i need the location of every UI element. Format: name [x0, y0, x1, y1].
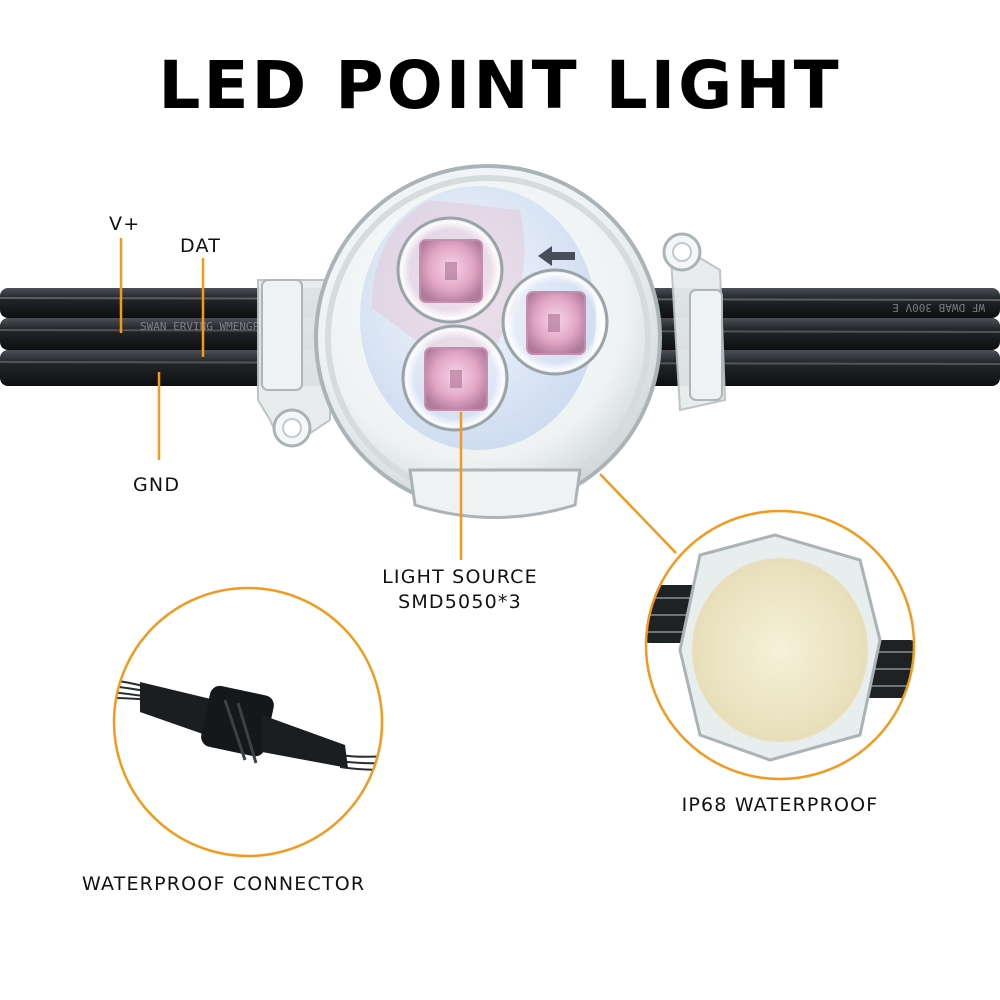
direction-arrow-icon [538, 246, 575, 266]
ip68-leader-line [599, 473, 677, 554]
callout-lines [119, 238, 677, 560]
label-light-source: LIGHT SOURCE [382, 566, 538, 588]
label-light-source-model: SMD5050*3 [398, 591, 522, 613]
ip68-detail-circle [644, 509, 916, 781]
connector-detail-view [112, 586, 384, 858]
label-dat: DAT [180, 235, 222, 257]
point-light-housing [257, 164, 727, 519]
page-title: LED POINT LIGHT [158, 47, 842, 124]
label-waterproof-connector: WATERPROOF CONNECTOR [82, 873, 366, 895]
led-chip-2 [501, 268, 609, 376]
label-v-plus: V+ [109, 213, 141, 235]
led-chip-1 [396, 216, 504, 324]
connector-detail-circle [112, 586, 384, 858]
led-chip-3 [401, 324, 509, 432]
label-gnd: GND [133, 474, 181, 496]
potting-compound [692, 558, 868, 742]
cable-print-right: WF DWAB 300V E [892, 301, 985, 314]
label-ip68-waterproof: IP68 WATERPROOF [681, 794, 879, 816]
ip68-detail-view [644, 509, 916, 781]
cable-print-left: SWAN ERVING WMENGP [140, 320, 260, 333]
